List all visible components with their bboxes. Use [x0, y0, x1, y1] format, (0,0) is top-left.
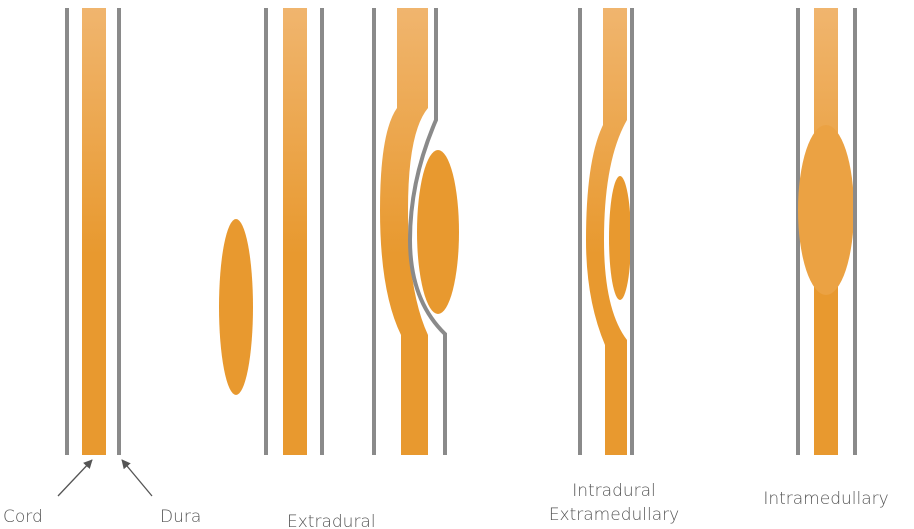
label-intradural: Intradural: [572, 481, 656, 501]
intramedullary-lesion: [798, 125, 854, 295]
dura-right: [853, 8, 857, 455]
panel-intradural-extramedullary: [578, 8, 634, 455]
intradural-lesion: [609, 176, 631, 300]
spinal-cord: [283, 8, 307, 455]
dura-right: [630, 8, 634, 455]
panel-intramedullary: [796, 8, 857, 455]
dura-pointer-arrow: [122, 460, 152, 496]
extradural-lesion: [219, 219, 253, 395]
label-intramedullary: Intramedullary: [763, 489, 888, 509]
cord-pointer-arrow: [58, 460, 92, 496]
dura-left: [372, 8, 376, 455]
panel-normal: [65, 8, 121, 455]
dura-left: [264, 8, 268, 455]
spinal-cord: [82, 8, 106, 455]
label-cord: Cord: [3, 507, 43, 527]
panel-extradural-b: [372, 8, 459, 455]
extradural-lesion: [417, 150, 459, 314]
dura-right: [320, 8, 324, 455]
dura-right: [117, 8, 121, 455]
dura-left: [578, 8, 582, 455]
label-extramedullary: Extramedullary: [549, 505, 679, 525]
panel-extradural-a: [219, 8, 324, 455]
dura-left: [65, 8, 69, 455]
label-extradural: Extradural: [287, 512, 376, 529]
label-dura: Dura: [160, 507, 201, 527]
